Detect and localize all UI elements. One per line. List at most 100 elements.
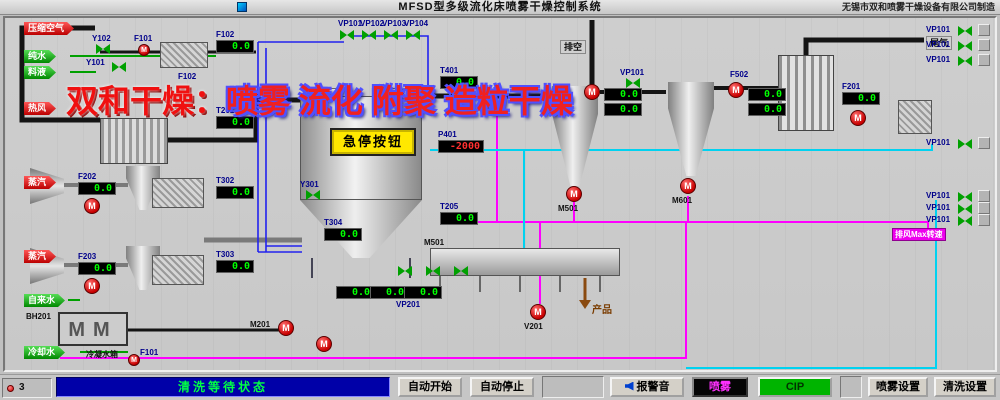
label-vp101-top: VP101 — [338, 19, 363, 28]
display-f201: 0.0 — [842, 92, 880, 105]
bag-filter[interactable] — [100, 118, 168, 164]
display-f202: 0.0 — [78, 182, 116, 195]
label-vp101-mid: VP101 — [620, 68, 645, 77]
label-t201: T201 — [216, 106, 235, 115]
cip-button[interactable]: CIP — [758, 377, 832, 397]
display-f502-b: 0.0 — [748, 103, 786, 116]
pump-f201[interactable]: M — [850, 110, 866, 126]
manufacturer-text: 无锡市双和喷雾干燥设备有限公司制造 — [841, 2, 995, 12]
valve-vp104[interactable] — [406, 30, 420, 40]
title-bar: MFSD型多级流化床喷雾干燥控制系统 无锡市双和喷雾干燥设备有限公司制造 — [0, 0, 1000, 15]
label-m201: M201 — [250, 320, 271, 329]
display-f102: 0.0 — [216, 40, 254, 53]
condenser[interactable] — [778, 55, 834, 131]
pump-f101-top[interactable]: M — [138, 44, 150, 56]
valve-vp101-top[interactable] — [340, 30, 354, 40]
heater-f102[interactable] — [160, 42, 208, 68]
label-y101: Y101 — [86, 58, 105, 67]
tank-impeller-1: M — [68, 319, 93, 341]
label-t302: T302 — [216, 176, 235, 185]
spray-settings-button[interactable]: 喷雾设置 — [868, 377, 928, 397]
label-vp102: VP102 — [360, 19, 385, 28]
valve-r6[interactable] — [958, 204, 972, 214]
label-f101-bottom: F101 — [140, 348, 159, 357]
display-t304: 0.0 — [324, 228, 362, 241]
label-vp101-r4: VP101 — [926, 138, 951, 147]
pump-f101-bottom[interactable]: M — [128, 354, 140, 366]
tag-cooling-water: 冷却水 — [24, 346, 65, 359]
valve-y102[interactable] — [96, 44, 110, 54]
valve-r7[interactable] — [958, 216, 972, 226]
panel-blank-2 — [840, 376, 862, 398]
valve-vp103[interactable] — [384, 30, 398, 40]
pump-m201-b[interactable]: M — [316, 336, 332, 352]
tank-impeller-2: M — [93, 319, 118, 341]
display-cyclone1-a: 0.0 — [604, 88, 642, 101]
label-t401: T401 — [440, 66, 459, 75]
auto-start-button[interactable]: 自动开始 — [398, 377, 462, 397]
page-indicator[interactable]: 3 — [2, 378, 52, 398]
io-box-r6 — [978, 202, 990, 214]
valve-r5[interactable] — [958, 192, 972, 202]
scrubber[interactable] — [898, 100, 932, 134]
display-vacuum: -2000 — [438, 140, 484, 153]
spray-button[interactable]: 喷雾 — [692, 377, 748, 397]
display-bed-2: 0.0 — [370, 286, 408, 299]
pump-m501[interactable]: M — [566, 186, 582, 202]
product-arrow — [579, 300, 591, 309]
display-cyclone1-b: 0.0 — [604, 103, 642, 116]
valve-y301[interactable] — [306, 190, 320, 200]
label-m601: M601 — [672, 196, 693, 205]
display-bed-3: 0.0 — [404, 286, 442, 299]
label-m501: M501 — [558, 204, 579, 213]
label-y301: Y301 — [300, 180, 319, 189]
valve-r2[interactable] — [958, 41, 972, 51]
label-vp201: VP201 — [396, 300, 421, 309]
auto-stop-button[interactable]: 自动停止 — [470, 377, 534, 397]
pump-fan-upper[interactable]: M — [84, 198, 100, 214]
label-t303: T303 — [216, 250, 235, 259]
alarm-mute-button[interactable]: 报警音 — [610, 377, 684, 397]
label-f102: F102 — [216, 30, 235, 39]
display-t302: 0.0 — [216, 186, 254, 199]
valve-vp102[interactable] — [362, 30, 376, 40]
pump-fan-lower[interactable]: M — [84, 278, 100, 294]
heat-exchanger-upper[interactable] — [152, 178, 204, 208]
clean-settings-button[interactable]: 清洗设置 — [934, 377, 996, 397]
valve-r1[interactable] — [958, 26, 972, 36]
status-message: 清洗等待状态 — [56, 377, 390, 397]
max-speed-box: 排风Max转速 — [892, 228, 946, 241]
pump-f502[interactable]: M — [728, 82, 744, 98]
label-p401: P401 — [438, 130, 457, 139]
io-box-r1 — [978, 24, 990, 36]
label-f502: F502 — [730, 70, 749, 79]
pump-m601[interactable]: M — [680, 178, 696, 194]
label-t304: T304 — [324, 218, 343, 227]
pump-cyclone1-fan[interactable]: M — [584, 84, 600, 100]
valve-vp101-mid[interactable] — [626, 78, 640, 88]
label-f101-top: F101 — [134, 34, 153, 43]
pump-v201[interactable]: M — [530, 304, 546, 320]
label-product: 产品 — [592, 305, 612, 316]
window-title: MFSD型多级流化床喷雾干燥控制系统 — [398, 1, 602, 13]
label-bh201: BH201 — [26, 312, 51, 321]
label-t205: T205 — [440, 202, 459, 211]
valve-r3[interactable] — [958, 56, 972, 66]
display-bed-1: 0.0 — [336, 286, 374, 299]
app-icon — [237, 2, 247, 12]
tag-steam-1: 蒸汽 — [24, 176, 56, 189]
io-box-r2 — [978, 39, 990, 51]
condensate-tank[interactable]: MM — [58, 312, 128, 346]
label-vent: 排空 — [560, 40, 587, 54]
emergency-stop-button[interactable]: 急停按钮 — [330, 128, 416, 156]
label-f201: F201 — [842, 82, 861, 91]
valve-r4[interactable] — [958, 139, 972, 149]
heat-exchanger-lower[interactable] — [152, 255, 204, 285]
status-led-icon — [7, 385, 14, 392]
pump-m201[interactable]: M — [278, 320, 294, 336]
label-f102-equip: F102 — [178, 72, 197, 81]
label-vp104: VP104 — [404, 19, 429, 28]
label-exhaust: 尾气 — [926, 36, 953, 50]
tag-compressed-air: 压缩空气 — [24, 22, 74, 35]
